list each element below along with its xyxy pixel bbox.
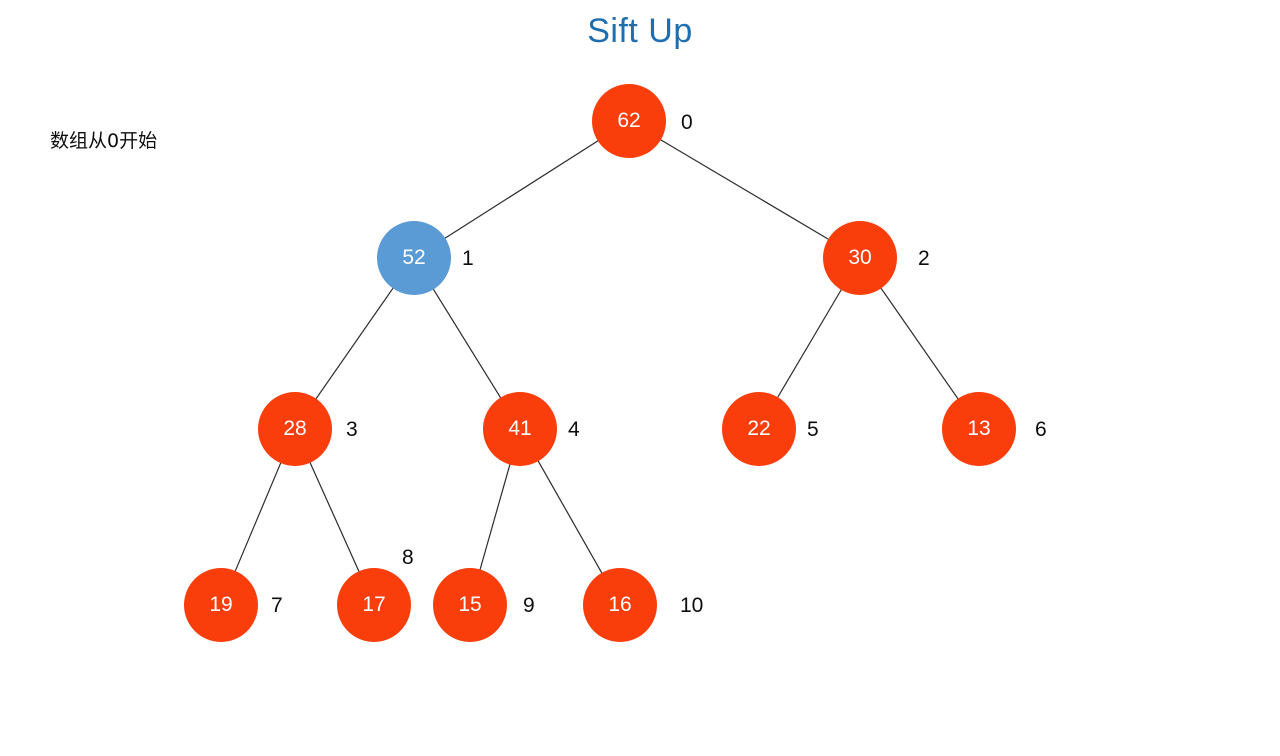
tree-edge [659,138,830,241]
node-index-label-1: 1 [462,247,474,270]
node-index-label-6: 6 [1035,418,1047,441]
node-index-label-7: 7 [271,594,283,617]
tree-edge [776,288,843,399]
node-index-label-5: 5 [807,418,819,441]
tree-node-0[interactable]: 62 [592,84,666,158]
page-title: Sift Up [587,12,693,50]
node-index-label-3: 3 [346,418,358,441]
tree-edge [444,139,599,240]
node-index-label-0: 0 [681,111,693,134]
tree-edge [432,288,502,399]
tree-node-8[interactable]: 17 [337,568,411,642]
tree-node-4[interactable]: 41 [483,392,557,466]
node-index-label-2: 2 [918,247,930,270]
tree-node-1[interactable]: 52 [377,221,451,295]
tree-edge [479,463,511,571]
tree-edge [315,287,394,400]
node-index-label-10: 10 [680,594,704,617]
tree-node-6[interactable]: 13 [942,392,1016,466]
tree-node-3[interactable]: 28 [258,392,332,466]
tree-edge [537,460,603,574]
tree-node-2[interactable]: 30 [823,221,897,295]
tree-node-7[interactable]: 19 [184,568,258,642]
tree-node-10[interactable]: 16 [583,568,657,642]
tree-edge [234,461,282,573]
tree-node-5[interactable]: 22 [722,392,796,466]
node-index-label-8: 8 [402,546,414,569]
array-start-note: 数组从0开始 [50,130,158,152]
tree-node-9[interactable]: 15 [433,568,507,642]
node-index-label-9: 9 [523,594,535,617]
tree-edge [880,287,959,400]
tree-edge [309,461,360,573]
node-index-label-4: 4 [568,418,580,441]
